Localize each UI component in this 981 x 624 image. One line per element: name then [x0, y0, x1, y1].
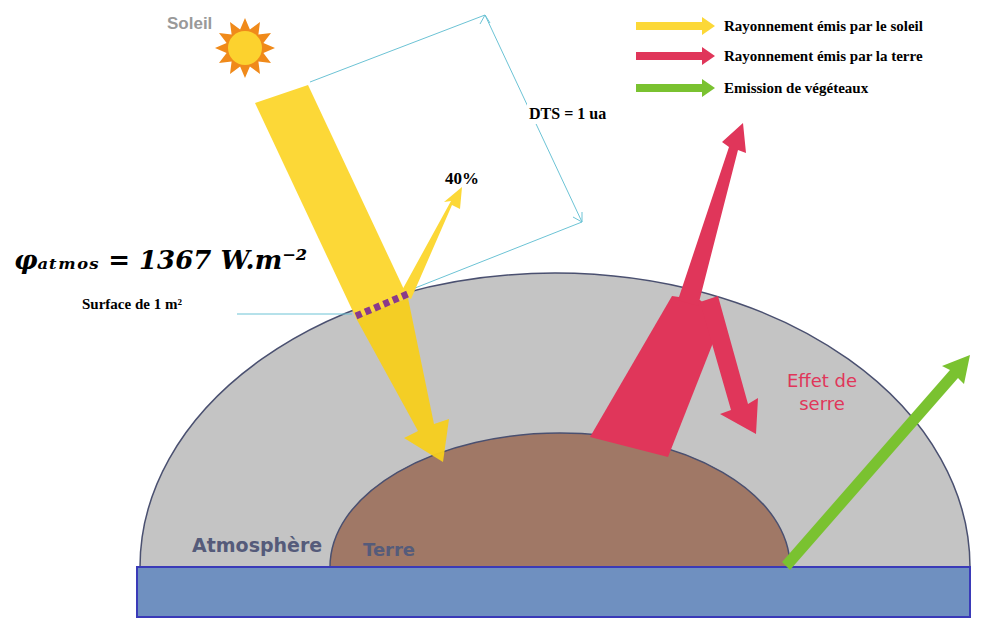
ground-band — [137, 567, 970, 617]
flux-formula: φₐₜₘₒₛ = 1367 W.m⁻² — [14, 245, 307, 275]
legend-row: Rayonnement émis par le soleil — [636, 17, 923, 35]
distance-bracket — [310, 15, 582, 290]
sun-label: Soleil — [167, 14, 212, 34]
legend-swatch — [636, 79, 716, 97]
region-label: Atmosphère — [192, 534, 322, 556]
legend-text: Emission de végéteaux — [724, 80, 868, 97]
surface-label: Surface de 1 m² — [82, 296, 182, 313]
legend-text: Rayonnement émis par la terre — [724, 48, 923, 65]
solar-beam — [255, 85, 408, 318]
greenhouse-label: Effet de serre — [772, 370, 872, 415]
distance-label: DTS = 1 ua — [527, 104, 608, 124]
legend-text: Rayonnement émis par le soleil — [724, 18, 923, 35]
legend-row: Rayonnement émis par la terre — [636, 47, 923, 65]
region-label: Terre — [363, 539, 415, 560]
sun-symbol — [215, 18, 275, 78]
earth-region: Terre — [330, 433, 790, 567]
legend-swatch — [636, 47, 716, 65]
outgoing-arrow — [678, 123, 746, 306]
percentage-label: 40% — [445, 169, 479, 189]
atmosphere-region: Atmosphère Terre — [137, 270, 973, 567]
legend-swatch — [636, 17, 716, 35]
leader-line — [237, 314, 352, 315]
legend-row: Emission de végéteaux — [636, 79, 868, 97]
